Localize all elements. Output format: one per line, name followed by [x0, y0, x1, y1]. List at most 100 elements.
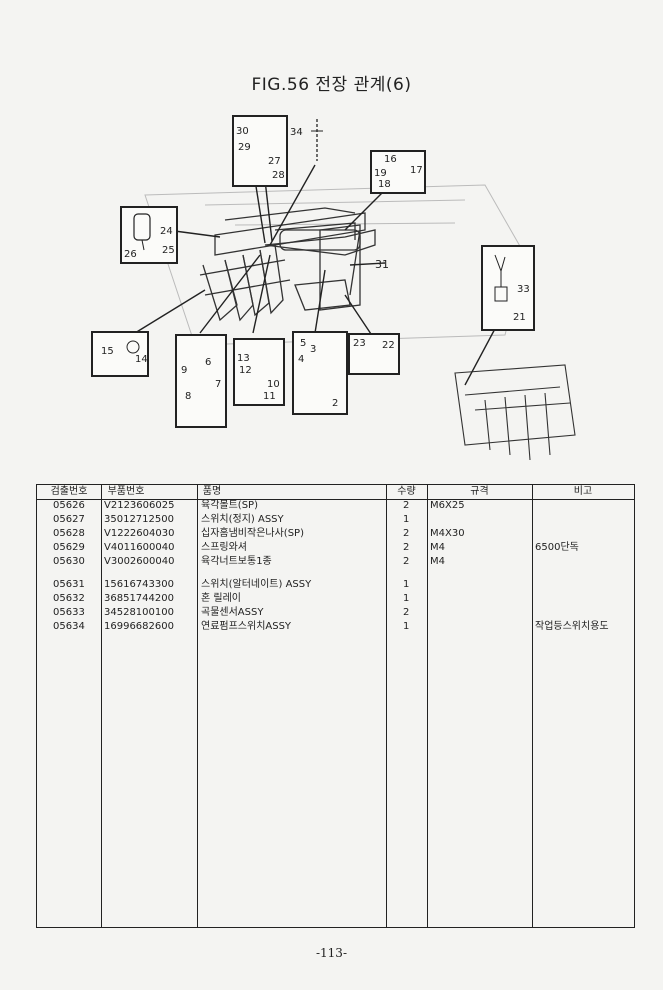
table-row: 05627 35012712500 스위치(정지) ASSY 1: [37, 513, 634, 527]
clip-part-icon: [126, 340, 140, 354]
label-33: 33: [517, 284, 530, 295]
cell-spec: M4X30: [430, 528, 465, 539]
cell-spec: M6X25: [430, 500, 465, 511]
cell-note: 작업등스위치용도: [535, 621, 609, 632]
label-22: 22: [382, 340, 395, 351]
cell-note: 6500단독: [535, 542, 579, 553]
cell-name: 연료펌프스위치ASSY: [201, 621, 292, 632]
callout-sensor-33: 33 21: [481, 245, 535, 331]
cell-part: 16996682600: [104, 621, 174, 632]
cell-no: 05626: [53, 500, 85, 511]
label-26: 26: [124, 249, 137, 260]
cell-qty: 2: [403, 542, 410, 553]
label-6: 6: [205, 357, 212, 368]
cell-qty: 2: [403, 556, 410, 567]
cell-no: 05629: [53, 542, 85, 553]
cell-qty: 1: [403, 514, 410, 525]
label-21: 21: [513, 312, 526, 323]
label-34: 34: [290, 127, 303, 138]
callout-part-23: 23 22: [348, 333, 400, 375]
label-15: 15: [101, 346, 114, 357]
bolt-part-icon: [311, 119, 323, 161]
table-row: 05634 16996682600 연료펌프스위치ASSY 1 작업등스위치용도: [37, 620, 634, 634]
label-4: 4: [298, 354, 305, 365]
table-row: 05628 V1222604030 십자홈냄비작은나사(SP) 2 M4X30: [37, 527, 634, 541]
label-27: 27: [268, 156, 281, 167]
cell-spec: M4: [430, 556, 445, 567]
parts-table: 검출번호 부품번호 품명 수량 규격 비고 05626 V2123606025 …: [36, 484, 635, 928]
cell-no: 05634: [53, 621, 85, 632]
table-row: 05630 V3002600040 육각너트보통1종 2 M4: [37, 555, 634, 569]
label-24: 24: [160, 226, 173, 237]
cell-qty: 1: [403, 579, 410, 590]
table-row: 05631 15616743300 스위치(알터네이트) ASSY 1: [37, 578, 634, 592]
cell-name: 스프링와셔: [201, 542, 247, 553]
cell-name: 육각볼트(SP): [201, 500, 258, 511]
cell-name: 스위치(알터네이트) ASSY: [201, 579, 312, 590]
label-13: 13: [237, 353, 250, 364]
page-number: -113-: [315, 946, 347, 960]
cell-name: 곡물센서ASSY: [201, 607, 264, 618]
parts-diagram: 30 29 27 28 34 16 19 17 18 24 25 26 31 3…: [85, 105, 585, 470]
label-2: 2: [332, 398, 339, 409]
label-30: 30: [236, 126, 249, 137]
cell-qty: 2: [403, 500, 410, 511]
header-qty: 수량: [397, 486, 416, 497]
label-23: 23: [353, 338, 366, 349]
table-header: [37, 485, 634, 500]
callout-part-15: 15 14: [91, 331, 149, 377]
label-8: 8: [185, 391, 192, 402]
cell-part: 35012712500: [104, 514, 174, 525]
header-note: 비고: [573, 486, 593, 497]
header-name: 품명: [202, 486, 222, 497]
label-29: 29: [238, 142, 251, 153]
table-row: 05626 V2123606025 육각볼트(SP) 2 M6X25: [37, 499, 634, 513]
cell-name: 혼 릴레이: [201, 593, 241, 604]
cell-part: 36851744200: [104, 593, 174, 604]
label-16: 16: [384, 154, 397, 165]
table-row: 05633 34528100100 곡물센서ASSY 2: [37, 606, 634, 620]
cell-qty: 1: [403, 593, 410, 604]
table-row: 05632 36851744200 혼 릴레이 1: [37, 592, 634, 606]
label-12: 12: [239, 365, 252, 376]
sensor-part-icon: [494, 254, 508, 302]
cell-no: 05628: [53, 528, 85, 539]
cell-name: 스위치(정지) ASSY: [201, 514, 284, 525]
cell-name: 육각너트보통1종: [201, 556, 272, 567]
label-9: 9: [181, 365, 188, 376]
cell-part: V1222604030: [104, 528, 175, 539]
label-25: 25: [162, 245, 175, 256]
cell-qty: 2: [403, 528, 410, 539]
header-spec: 규격: [470, 486, 489, 497]
callout-part-13: 13 12 10 11: [233, 338, 285, 406]
label-28: 28: [272, 170, 285, 181]
cell-no: 05633: [53, 607, 85, 618]
cell-no: 05627: [53, 514, 85, 525]
header-no: 검출번호: [50, 486, 88, 497]
header-part: 부품번호: [107, 486, 145, 497]
cell-part: 34528100100: [104, 607, 174, 618]
callout-part-5: 5 3 4 2: [292, 331, 348, 415]
cell-part: V4011600040: [104, 542, 175, 553]
label-31: 31: [375, 258, 389, 271]
label-14: 14: [135, 354, 148, 365]
cell-name: 십자홈냄비작은나사(SP): [201, 528, 304, 539]
cell-no: 05632: [53, 593, 85, 604]
cell-qty: 2: [403, 607, 410, 618]
cell-no: 05630: [53, 556, 85, 567]
callout-mirror-24: 24 25 26: [120, 206, 178, 264]
label-5: 5: [300, 338, 307, 349]
label-10: 10: [267, 379, 280, 390]
callout-part-6: 6 9 7 8: [175, 334, 227, 428]
label-17: 17: [410, 165, 423, 176]
mirror-part-icon: [133, 213, 151, 251]
cell-no: 05631: [53, 579, 85, 590]
label-19: 19: [374, 168, 387, 179]
cell-part: 15616743300: [104, 579, 174, 590]
cell-qty: 1: [403, 621, 410, 632]
cell-part: V2123606025: [104, 500, 175, 511]
label-3: 3: [310, 344, 317, 355]
label-11: 11: [263, 391, 276, 402]
cell-part: V3002600040: [104, 556, 175, 567]
cell-spec: M4: [430, 542, 445, 553]
